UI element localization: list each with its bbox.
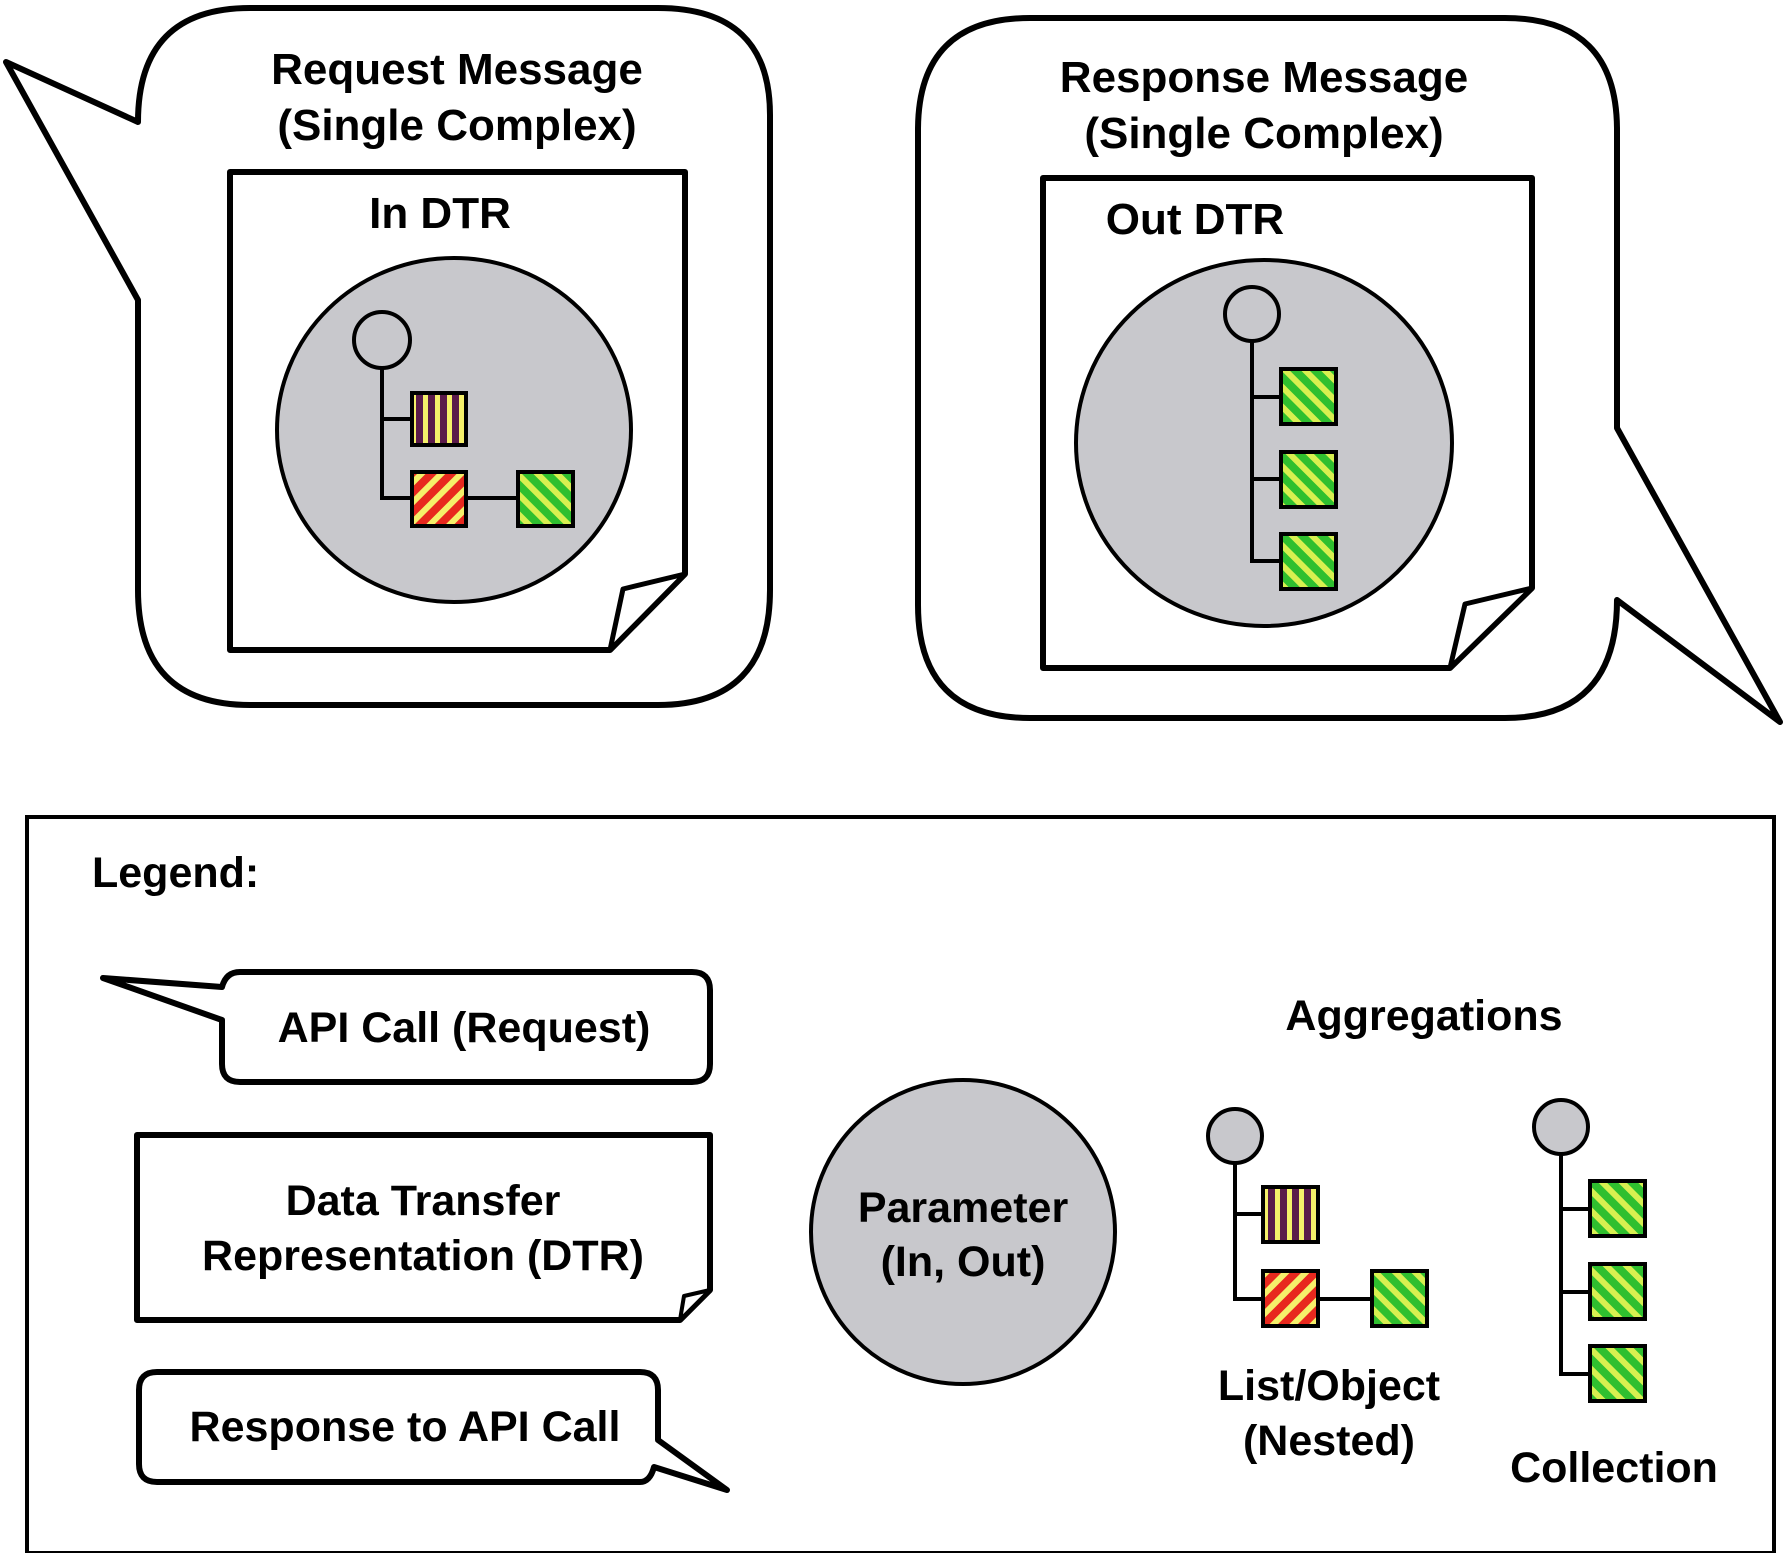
green-striped-square-icon — [1279, 367, 1338, 426]
parameter-circle-icon — [809, 1078, 1117, 1386]
request-title: Request Message — [271, 45, 643, 94]
legend-parameter-line1: Parameter — [858, 1184, 1069, 1232]
tree-root-node — [352, 310, 412, 370]
legend-parameter: Parameter (In, Out) — [809, 1078, 1117, 1386]
legend-list-line2: (Nested) — [1243, 1417, 1415, 1465]
legend-collection-label: Collection — [1510, 1444, 1718, 1492]
green-striped-square-icon — [1588, 1262, 1647, 1321]
collection-tree — [1223, 285, 1338, 591]
request-subtitle: (Single Complex) — [277, 101, 636, 150]
legend-collection: Collection — [1510, 1098, 1718, 1492]
legend-parameter-line2: (In, Out) — [881, 1238, 1046, 1286]
response-subtitle: (Single Complex) — [1084, 109, 1443, 158]
response-message-bubble: Response Message (Single Complex) Out DT… — [915, 15, 1783, 725]
speech-bubble-icon — [136, 1369, 730, 1493]
legend-dtr: Data Transfer Representation (DTR) — [134, 1132, 713, 1323]
purple-striped-square-icon — [1261, 1185, 1320, 1244]
out-dtr-document: Out DTR — [1040, 175, 1535, 671]
legend-api-call: API Call (Request) — [100, 969, 713, 1085]
green-striped-square-icon — [1370, 1269, 1429, 1328]
legend-title: Legend: — [92, 849, 259, 897]
purple-striped-square-icon — [410, 391, 468, 447]
legend-api-call-label: API Call (Request) — [278, 1004, 651, 1052]
out-dtr-label: Out DTR — [1106, 195, 1284, 244]
request-message-bubble: Request Message (Single Complex) In DTR — [3, 5, 773, 708]
legend-response-label: Response to API Call — [190, 1403, 621, 1451]
green-striped-square-icon — [1588, 1179, 1647, 1238]
response-title: Response Message — [1060, 53, 1468, 102]
green-striped-square-icon — [1279, 450, 1338, 509]
tree-root-node — [1532, 1098, 1590, 1156]
in-dtr-document: In DTR — [227, 169, 688, 653]
red-striped-square-icon — [1261, 1269, 1320, 1328]
tree-root-node — [1223, 285, 1281, 343]
legend-panel: Legend: API Call (Request) Data Transfer… — [25, 815, 1776, 1553]
legend-dtr-line1: Data Transfer — [286, 1177, 561, 1225]
legend-list-line1: List/Object — [1218, 1362, 1440, 1410]
red-striped-square-icon — [410, 470, 468, 528]
green-striped-square-icon — [1588, 1344, 1647, 1403]
green-striped-square-icon — [1279, 532, 1338, 591]
parameter-circle — [1074, 258, 1454, 628]
nested-tree — [352, 310, 575, 528]
green-striped-square-icon — [516, 470, 575, 528]
legend-list-object: List/Object (Nested) — [1206, 1107, 1440, 1465]
legend-response: Response to API Call — [136, 1369, 730, 1493]
tree-root-node — [1206, 1107, 1264, 1165]
in-dtr-label: In DTR — [369, 189, 511, 238]
speech-bubble-icon — [100, 969, 713, 1085]
legend-dtr-line2: Representation (DTR) — [202, 1232, 644, 1280]
document-icon — [134, 1132, 713, 1323]
legend-aggregations-title: Aggregations — [1285, 992, 1562, 1040]
